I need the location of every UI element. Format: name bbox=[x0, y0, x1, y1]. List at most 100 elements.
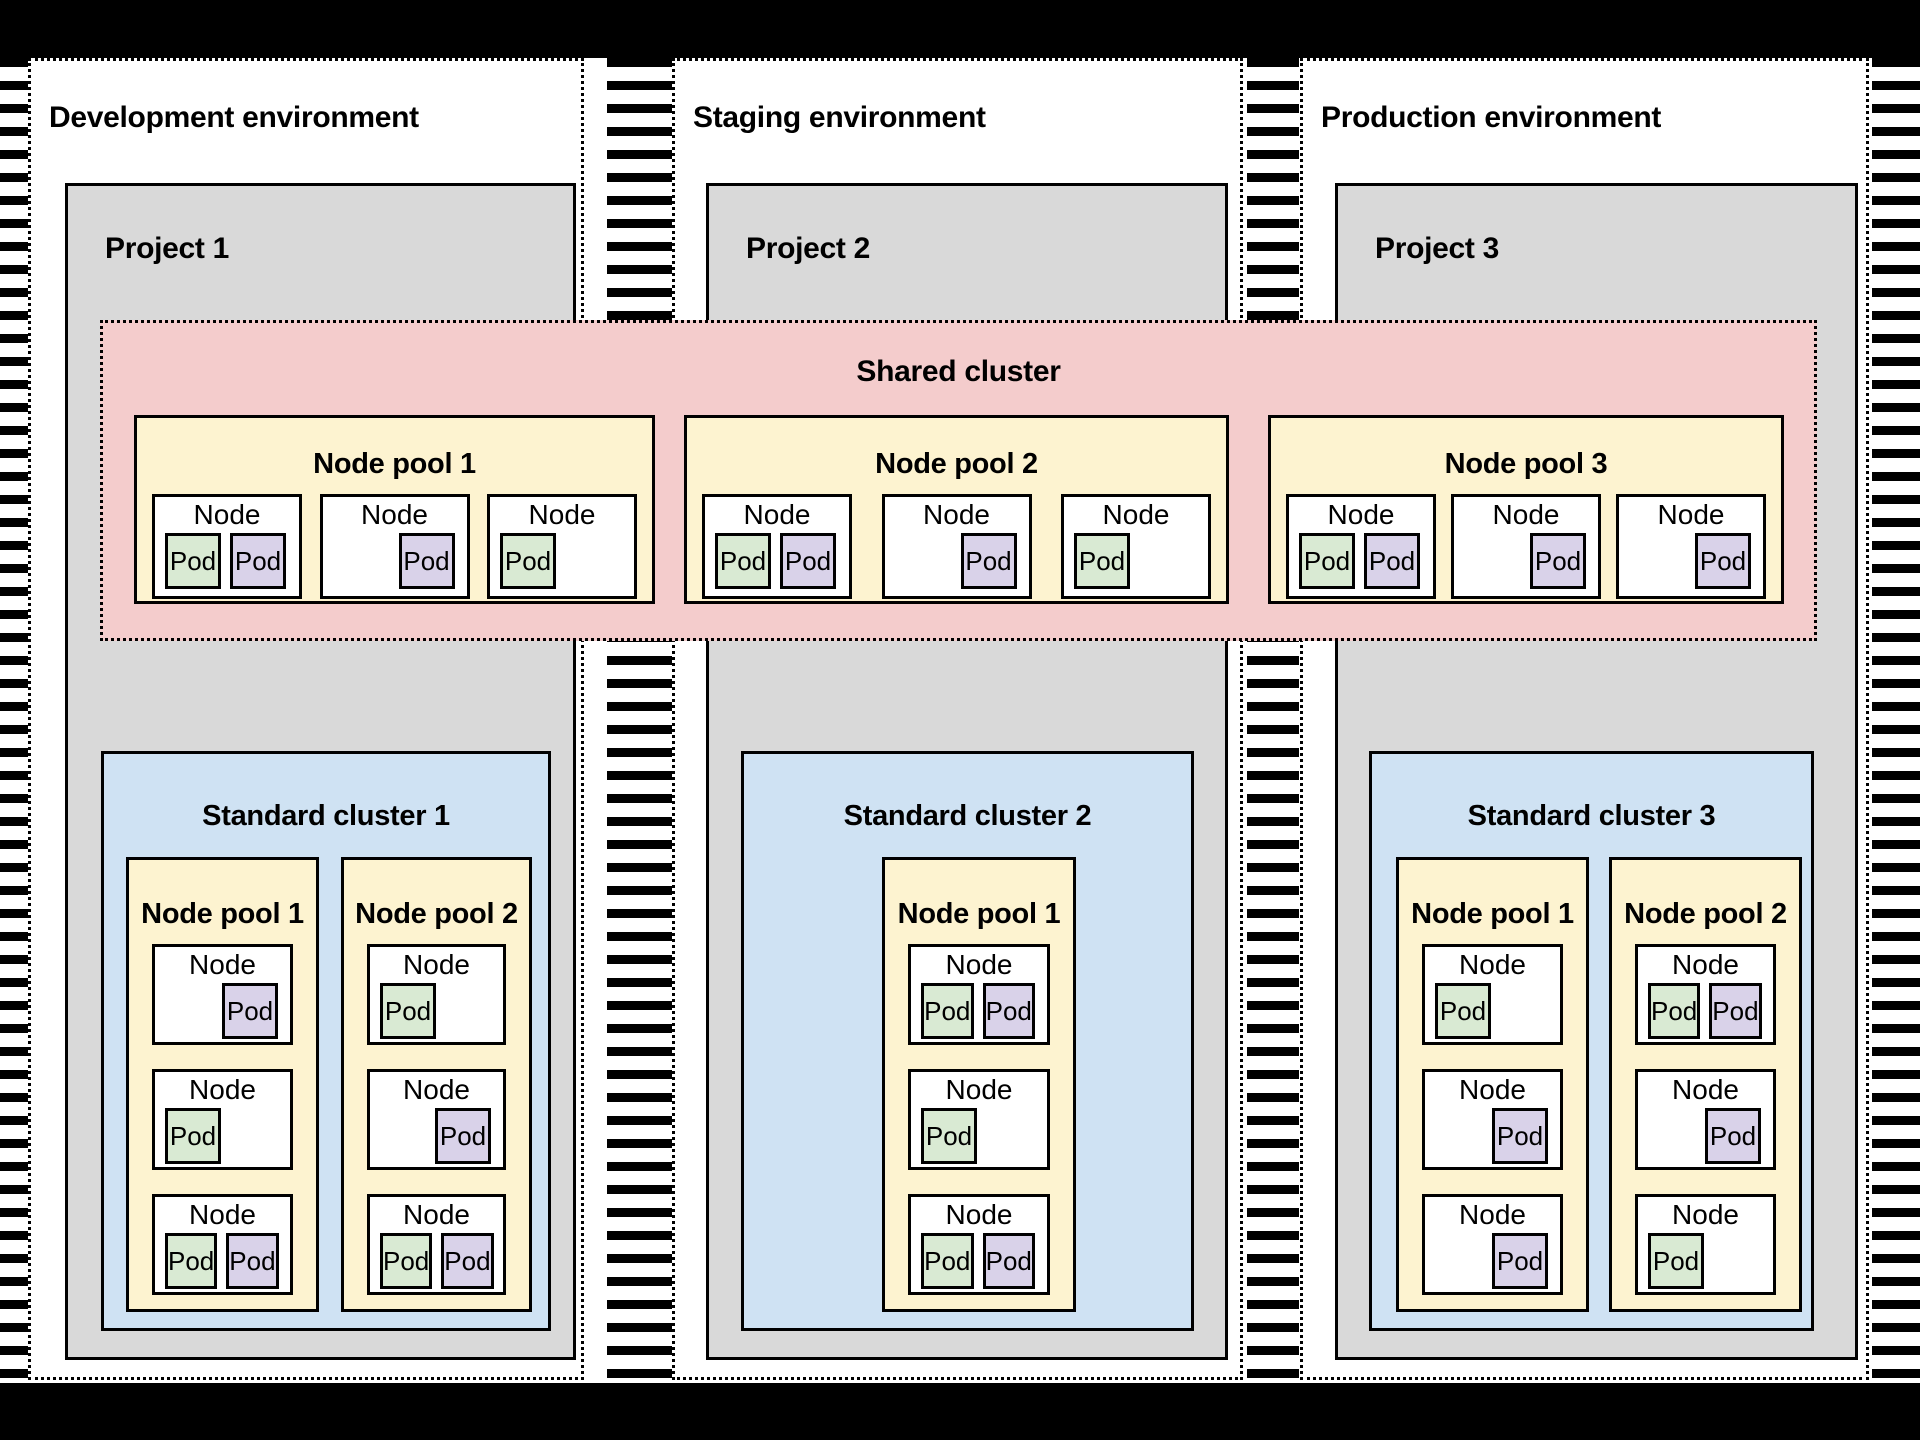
pods-row: Pod bbox=[1435, 983, 1548, 1039]
pods-row: Pod bbox=[165, 983, 278, 1039]
standard-cluster-title: Standard cluster 2 bbox=[843, 800, 1092, 832]
pods-row: Pod bbox=[333, 533, 455, 589]
node-label: Node bbox=[1672, 949, 1739, 980]
environment-development: Development environment Project 1 Standa… bbox=[28, 58, 584, 1380]
node-pool-title: Node pool 2 bbox=[875, 448, 1038, 480]
pod-purple: Pod bbox=[1492, 1108, 1548, 1164]
node-pool-title: Node pool 1 bbox=[141, 898, 304, 930]
node-label: Node bbox=[1672, 1074, 1739, 1105]
node-pool-title: Node pool 1 bbox=[1411, 898, 1574, 930]
pods-row: Pod bbox=[1629, 533, 1751, 589]
node-label: Node bbox=[945, 1074, 1013, 1105]
pods-row: Pod bbox=[1074, 533, 1196, 589]
pod-green: Pod bbox=[1435, 983, 1491, 1039]
pods-row: Pod bbox=[1464, 533, 1586, 589]
pod-purple: Pod bbox=[982, 1233, 1035, 1289]
pods-row: Pod bbox=[895, 533, 1017, 589]
node-pool-title: Node pool 2 bbox=[1624, 898, 1787, 930]
pod-green: Pod bbox=[715, 533, 771, 589]
pod-purple: Pod bbox=[1709, 983, 1762, 1039]
node-label: Node bbox=[1459, 1074, 1526, 1105]
standard-cluster-title: Standard cluster 1 bbox=[202, 800, 450, 832]
node-pool-title: Node pool 2 bbox=[355, 898, 518, 930]
striped-separator-left bbox=[0, 58, 30, 1383]
node-pool-title: Node pool 1 bbox=[897, 898, 1061, 930]
node-label: Node bbox=[1102, 499, 1170, 530]
node-label: Node bbox=[528, 499, 596, 530]
pod-purple: Pod bbox=[226, 1233, 279, 1289]
node-label: Node bbox=[189, 1074, 256, 1105]
pod-green: Pod bbox=[921, 1108, 977, 1164]
pod-purple: Pod bbox=[982, 983, 1035, 1039]
striped-separator-staging-prod bbox=[1247, 58, 1299, 1383]
project-title: Project 1 bbox=[105, 232, 230, 265]
striped-separator-right bbox=[1872, 58, 1920, 1383]
pod-purple: Pod bbox=[1364, 533, 1420, 589]
pod-purple: Pod bbox=[780, 533, 836, 589]
pod-purple: Pod bbox=[1695, 533, 1751, 589]
node-label: Node bbox=[403, 1074, 470, 1105]
pod-green: Pod bbox=[1648, 1233, 1704, 1289]
environment-title: Production environment bbox=[1321, 101, 1662, 134]
node-label: Node bbox=[1459, 949, 1526, 980]
standard-cluster-title: Standard cluster 3 bbox=[1467, 800, 1716, 832]
pod-green: Pod bbox=[1299, 533, 1355, 589]
node-label: Node bbox=[1327, 499, 1395, 530]
node-label: Node bbox=[923, 499, 990, 530]
node-label: Node bbox=[945, 1199, 1013, 1230]
pods-row: Pod bbox=[1648, 1108, 1761, 1164]
pod-purple: Pod bbox=[230, 533, 286, 589]
pods-row: Pod bbox=[380, 983, 491, 1039]
pods-row: Pod bbox=[1435, 1233, 1548, 1289]
pod-green: Pod bbox=[500, 533, 556, 589]
pod-green: Pod bbox=[921, 983, 974, 1039]
striped-separator-dev-staging bbox=[607, 58, 673, 1383]
pod-purple: Pod bbox=[960, 533, 1017, 589]
node-label: Node bbox=[1657, 499, 1725, 530]
node-label: Node bbox=[193, 499, 261, 530]
node-label: Node bbox=[1672, 1199, 1739, 1230]
node-label: Node bbox=[1459, 1199, 1526, 1230]
pod-purple: Pod bbox=[1705, 1108, 1761, 1164]
environment-title: Development environment bbox=[49, 101, 419, 134]
node-label: Node bbox=[945, 949, 1013, 980]
environment-title: Staging environment bbox=[693, 101, 986, 134]
pod-purple: Pod bbox=[435, 1108, 491, 1164]
pod-green: Pod bbox=[165, 1108, 221, 1164]
pod-purple: Pod bbox=[398, 533, 455, 589]
pod-green: Pod bbox=[1074, 533, 1130, 589]
node-label: Node bbox=[189, 949, 256, 980]
